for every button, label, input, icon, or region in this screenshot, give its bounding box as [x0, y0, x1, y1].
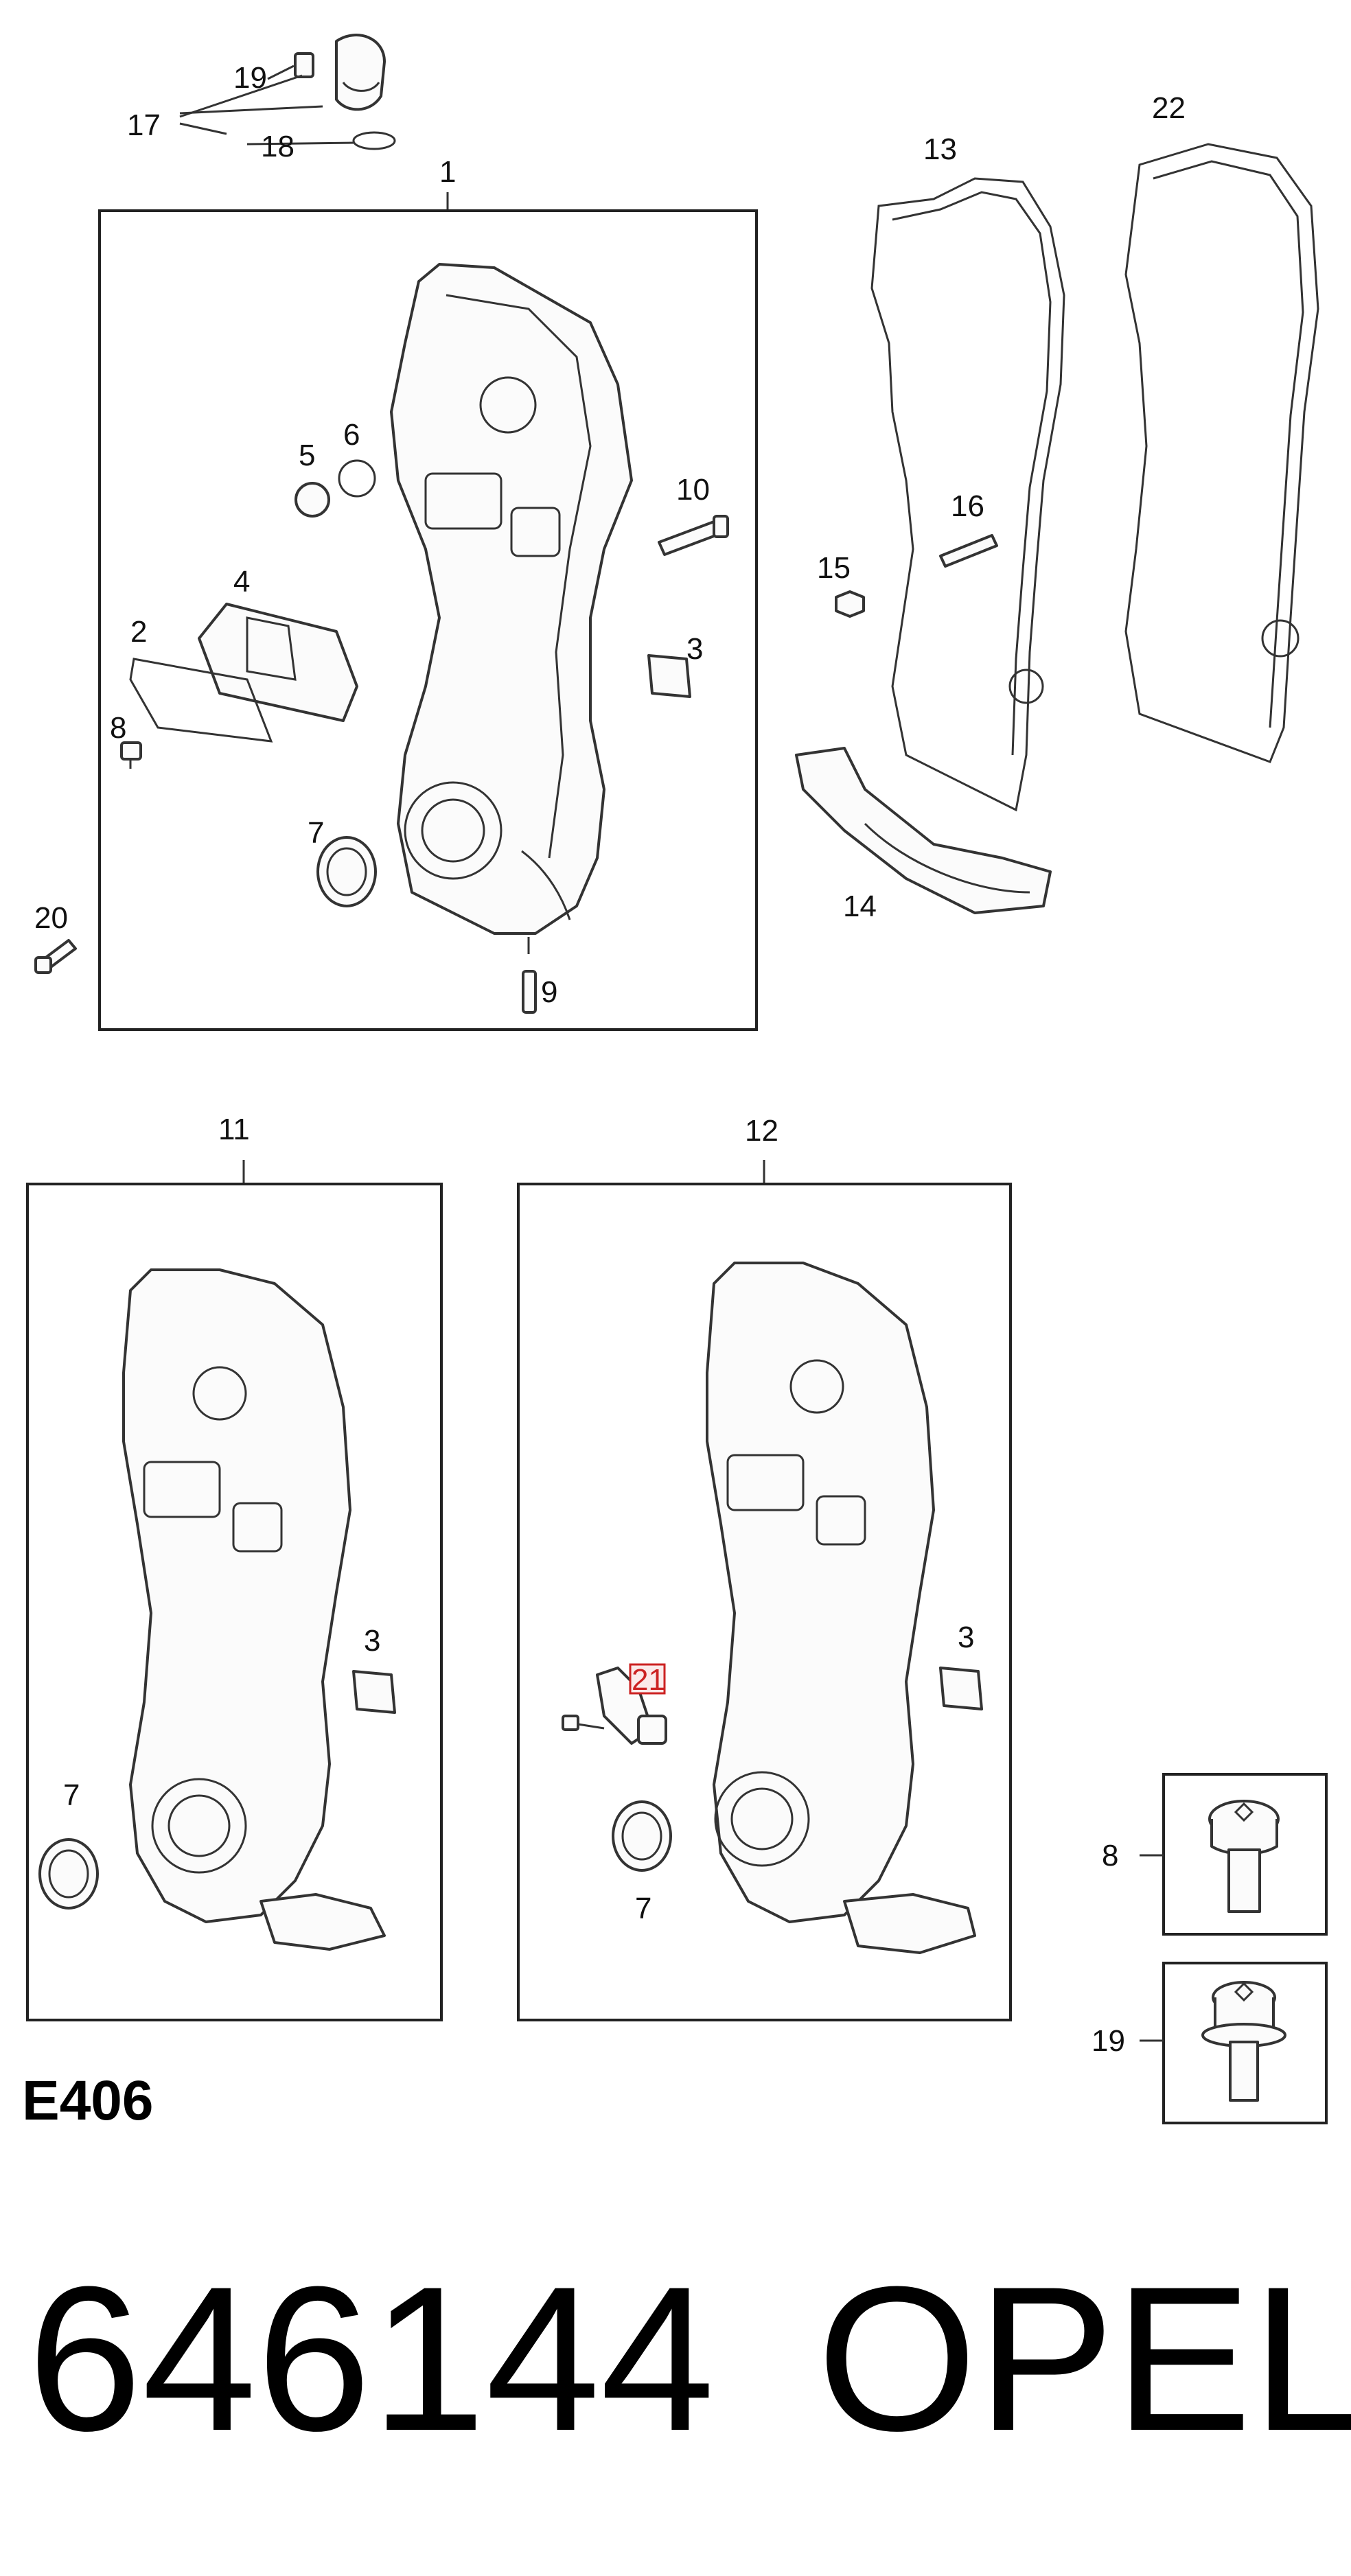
gasket-13 [870, 177, 1065, 812]
stud-16 [939, 534, 998, 568]
bolt-8 [120, 741, 142, 769]
nut-15 [835, 590, 865, 618]
callout-15: 15 [817, 551, 851, 585]
callout-17: 17 [127, 108, 161, 142]
bolt-10 [658, 515, 729, 556]
callout-7: 7 [308, 816, 324, 850]
gasket-3-box12 [939, 1667, 983, 1710]
gasket-2-and-4 [129, 603, 358, 743]
callout-13: 13 [923, 132, 957, 166]
callout-4: 4 [233, 565, 250, 599]
callout-8: 8 [110, 711, 126, 745]
cover-seal-small [295, 459, 376, 518]
timing-cover-1 [390, 263, 633, 954]
gasket-22 [1124, 143, 1319, 763]
callout-5: 5 [299, 439, 315, 472]
callout-2: 2 [130, 615, 147, 649]
callout-16: 16 [951, 489, 984, 523]
callout-6: 6 [343, 418, 360, 452]
callout-3-box12: 3 [958, 1621, 974, 1654]
callout-11: 11 [218, 1113, 250, 1146]
oil-pickup-14 [795, 747, 1052, 914]
torx-bolt-19 [1201, 1981, 1286, 2102]
timing-cover-12 [706, 1262, 976, 1954]
gasket-3-box1 [647, 654, 691, 698]
callout-18: 18 [261, 130, 295, 163]
brand-name: OPEL [817, 2243, 1351, 2474]
callout-7-box12: 7 [635, 1892, 651, 1925]
part-number: 646144 [27, 2243, 715, 2474]
torx-bolt-8 [1208, 1800, 1280, 1913]
assembly-box-12 [517, 1183, 1012, 2021]
callout-1: 1 [439, 155, 456, 189]
assembly-box-1 [98, 209, 758, 1031]
callout-9: 9 [541, 975, 557, 1009]
callout-8-detail: 8 [1102, 1839, 1118, 1872]
callout-3-box11: 3 [364, 1624, 380, 1658]
callout-10: 10 [676, 473, 710, 507]
callout-19-detail: 19 [1092, 2024, 1125, 2058]
seal-7-box12 [612, 1800, 672, 1872]
callout-19: 19 [233, 61, 267, 95]
callout-20: 20 [34, 901, 68, 935]
callout-14: 14 [843, 890, 877, 923]
callout-3: 3 [686, 632, 703, 666]
callout-21: 21 [632, 1663, 665, 1697]
oil-pressure-valve-21 [562, 1667, 667, 1745]
callout-21-highlight [629, 1663, 666, 1695]
callout-7-box11: 7 [63, 1778, 80, 1812]
seal-7-box1 [316, 836, 377, 907]
thermostat-housing-group [179, 34, 396, 150]
gasket-3-box11 [352, 1670, 396, 1714]
stud-9 [522, 970, 537, 1014]
timing-cover-11 [122, 1268, 386, 1951]
callout-22: 22 [1152, 91, 1186, 125]
bolt-20 [34, 939, 77, 974]
assembly-box-11 [26, 1183, 443, 2021]
callout-12: 12 [745, 1114, 778, 1148]
detail-box-19 [1162, 1962, 1328, 2124]
diagram-code: E406 [22, 2069, 154, 2132]
seal-7-box11 [38, 1838, 99, 1910]
